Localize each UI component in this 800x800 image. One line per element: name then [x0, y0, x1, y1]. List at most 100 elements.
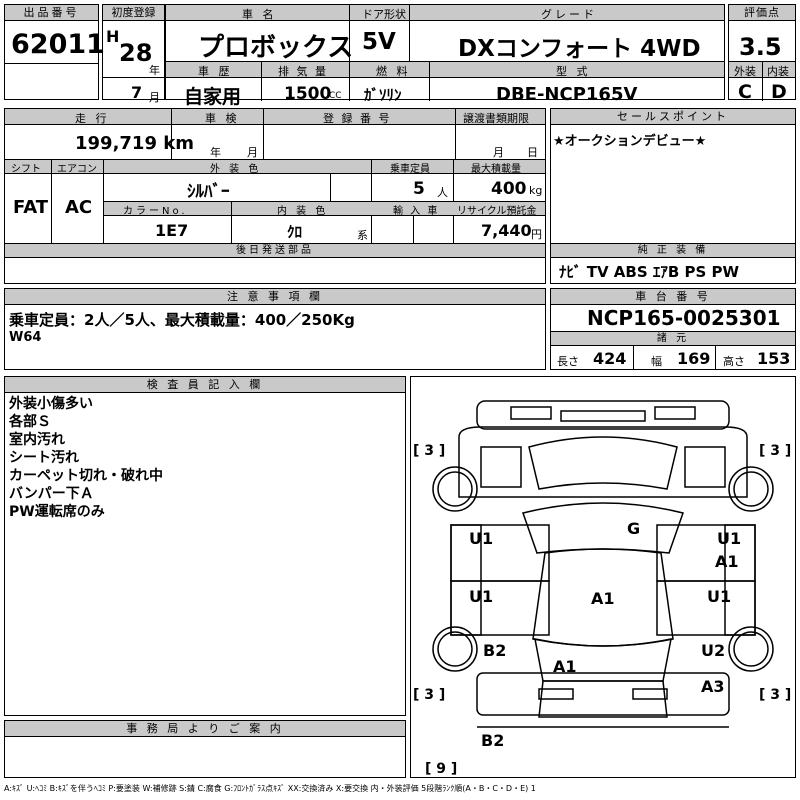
car-name-label: 車 名	[242, 8, 277, 21]
model-code: DBE-NCP165V	[496, 84, 638, 105]
displacement-label: 排 気 量	[278, 65, 328, 78]
front-lamp-left	[480, 446, 522, 488]
car-diagram-svg: G U1 U1 A1 U1 U1 A1 B2 A1 U2 A3 B2 [ 3 ]…	[413, 400, 791, 777]
hood-shape	[458, 426, 748, 498]
month-unit: 月	[149, 91, 160, 104]
ac-label: エアコン	[57, 164, 97, 175]
rear-lamp-left	[538, 688, 574, 700]
front-grille-right	[654, 406, 696, 420]
era: H	[106, 27, 120, 46]
int-color-label: 内 装 色	[277, 206, 329, 217]
mark-a1-right-front: A1	[715, 552, 739, 571]
inspector-line: PW運転席のみ	[9, 504, 105, 520]
length: 424	[593, 349, 627, 368]
notes-line2: W64	[9, 330, 42, 345]
right-door-panel-2	[656, 580, 756, 636]
transfer-month: 月	[493, 146, 504, 159]
notes-line1: 乗車定員：2人／5人、最大積載量：400／250Kg	[9, 311, 355, 329]
mileage: 199,719 km	[75, 133, 194, 154]
bracket-rear-left: [ 3 ]	[413, 687, 445, 703]
ext-color: ｼﾙﾊﾞｰ	[187, 182, 230, 202]
chassis-number: NCP165-0025301	[587, 306, 781, 330]
load: 400	[491, 179, 527, 199]
history: 自家用	[184, 86, 242, 108]
length-label: 長さ	[557, 355, 579, 368]
later-parts-label: 後日発送部品	[5, 244, 545, 258]
color-no: 1E7	[155, 221, 189, 240]
displacement: 1500	[284, 84, 332, 104]
hood-panel	[528, 436, 678, 490]
load-label: 最大積載量	[471, 164, 521, 175]
recycle: 7,440	[481, 221, 532, 240]
import-label: 輸 入 車	[393, 206, 440, 217]
color-no-label: カラーNo.	[123, 206, 188, 217]
history-label: 車 歴	[198, 65, 233, 78]
door-type: 5V	[362, 29, 396, 55]
year-unit: 年	[149, 64, 160, 77]
mark-u1-right-front: U1	[717, 529, 741, 548]
width: 169	[677, 349, 711, 368]
model-label: 型 式	[556, 65, 591, 78]
bracket-rear-right: [ 3 ]	[759, 687, 791, 703]
mark-a1-roof: A1	[591, 589, 615, 608]
vehicle-info-box: 車 名 ドア形状 グレード プロボックス 5V DXコンフォート 4WD 車 歴…	[165, 4, 725, 108]
transfer-day: 日	[527, 146, 538, 159]
details-box: 走 行 車 検 登 録 番 号 譲渡書類期限 199,719 km 年 月 月 …	[4, 108, 546, 284]
rear-right-wheel	[728, 626, 774, 672]
inspector-label: 検 査 員 記 入 欄	[5, 377, 405, 393]
lot-box: 出品番号 62011	[4, 4, 105, 100]
score-label: 評価点	[729, 5, 795, 21]
mark-a1-rear: A1	[553, 657, 577, 676]
mark-u2-right-rear: U2	[701, 641, 725, 660]
int-grade-label: 内装	[767, 65, 789, 78]
sales-point: ★オークションデビュー★	[553, 134, 707, 149]
office-box: 事 務 局 よ り ご 案 内	[4, 720, 406, 778]
mark-b2-left-rear: B2	[483, 641, 506, 660]
mark-g: G	[627, 519, 640, 538]
chassis-box: 車 台 番 号 NCP165-0025301 諸 元 長さ 424 幅 169 …	[550, 288, 796, 370]
inspector-line: カーペット切れ・破れ中	[9, 468, 163, 484]
sales-point-box: セールスポイント ★オークションデビュー★ 純 正 装 備 ﾅﾋﾞ TV ABS…	[550, 108, 796, 284]
front-center-panel	[560, 410, 646, 422]
rear-bumper-shape	[476, 672, 730, 716]
equipment-label: 純 正 装 備	[551, 244, 795, 258]
mark-b2-bottom: B2	[481, 731, 504, 750]
recycle-label: リサイクル預託金	[457, 206, 537, 217]
rear-lamp-right	[632, 688, 668, 700]
inspector-lines: 外装小傷多い 各部Ｓ 室内汚れ シート汚れ カーペット切れ・破れ中 バンパー下Ａ…	[9, 395, 163, 521]
capacity-unit: 人	[437, 186, 448, 199]
inspector-line: シート汚れ	[9, 450, 79, 466]
office-label: 事 務 局 よ り ご 案 内	[5, 721, 405, 737]
front-grille-left	[510, 406, 552, 420]
height-label: 高さ	[723, 355, 745, 368]
bracket-front-right: [ 3 ]	[759, 443, 791, 459]
grade-label: グレード	[541, 8, 597, 21]
inspector-line: 外装小傷多い	[9, 396, 93, 412]
ac: AC	[65, 197, 93, 218]
door-label: ドア形状	[362, 8, 406, 21]
car-name: プロボックス	[198, 33, 354, 63]
legend: A:ｷｽﾞ U:ﾍｺﾐ B:ｷｽﾞを伴うﾍｺﾐ P:要塗装 W:補修跡 S:錆 …	[4, 784, 536, 793]
notes-box: 注 意 事 項 欄 乗車定員：2人／5人、最大積載量：400／250Kg W64	[4, 288, 546, 370]
capacity-label: 乗車定員	[390, 164, 430, 175]
front-right-wheel	[728, 466, 774, 512]
inspector-line: バンパー下Ａ	[9, 486, 94, 502]
inspection-year: 年	[210, 146, 221, 159]
shift: FAT	[13, 197, 49, 218]
front-lamp-right	[684, 446, 726, 488]
tailgate	[538, 680, 668, 718]
spec-label: 諸 元	[551, 332, 795, 346]
height: 153	[757, 349, 791, 368]
inspector-box: 検 査 員 記 入 欄 外装小傷多い 各部Ｓ 室内汚れ シート汚れ カーペット切…	[4, 376, 406, 716]
grade: DXコンフォート 4WD	[458, 36, 701, 62]
width-label: 幅	[651, 355, 662, 368]
first-registration-box: 初度登録 H 28 年 7 月	[102, 4, 165, 104]
inspector-line: 室内汚れ	[9, 432, 65, 448]
mileage-label: 走 行	[75, 112, 110, 125]
mark-u1-right-rear: U1	[707, 587, 731, 606]
bracket-front-left: [ 3 ]	[413, 443, 445, 459]
inspection-label: 車 検	[205, 112, 240, 125]
lot-number: 62011	[11, 29, 105, 60]
left-door-panel-1	[450, 524, 550, 582]
left-door-panel-2	[450, 580, 550, 636]
